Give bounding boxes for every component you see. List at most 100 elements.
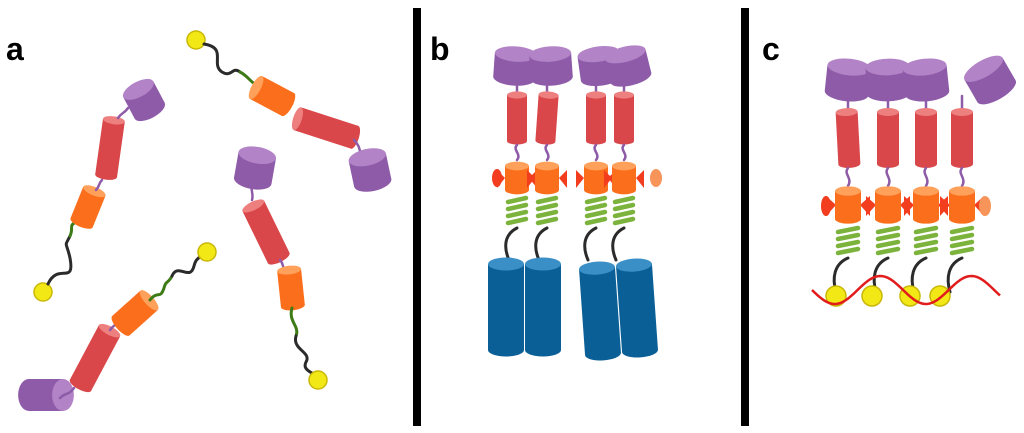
linker-strand	[611, 226, 626, 262]
cap-disc-top	[865, 58, 910, 76]
cap-disc-bottom	[134, 100, 166, 122]
cap-linker	[116, 106, 130, 120]
rod-cylinder-top	[877, 108, 899, 116]
spacer-spring-coil	[913, 225, 939, 235]
rod-cylinder-top	[915, 108, 937, 116]
cap-disc	[18, 379, 74, 411]
rod-cylinder	[915, 108, 937, 168]
cap-disc	[233, 146, 277, 190]
spacer-spring-coil	[612, 195, 636, 205]
sine-wave	[811, 274, 1001, 306]
panel-c-assembled-on-wave	[811, 55, 1017, 307]
rod-cylinder	[95, 116, 125, 180]
rod-cylinder	[507, 91, 527, 145]
hinge-cylinder-top	[584, 161, 608, 171]
tail-cylinder-body	[616, 263, 658, 353]
spacer-spring	[875, 225, 901, 256]
rod-cylinder-top	[538, 91, 559, 99]
spacer-spring	[835, 225, 861, 256]
cap-disc-bottom	[976, 78, 1017, 105]
rod-cylinder	[242, 199, 290, 265]
anchor-dot	[197, 242, 217, 262]
panel-label-b: b	[430, 31, 450, 67]
lateral-cone	[604, 170, 612, 188]
tail-cylinder-body	[525, 264, 561, 350]
cap-disc	[963, 55, 1017, 105]
spacer-spring-coil	[835, 239, 861, 249]
cap-disc	[604, 45, 652, 87]
spacer-spring-coil	[584, 216, 608, 226]
hinge-cylinder-top	[612, 161, 636, 171]
cap-disc-bottom	[905, 84, 950, 102]
cap-disc-body	[123, 81, 165, 119]
rod-cylinder-bottom	[507, 137, 527, 145]
rod-linker	[959, 166, 965, 188]
rod-linker	[593, 143, 599, 162]
tail-cylinder-top	[525, 257, 561, 271]
tail-cylinder-bottom	[525, 343, 561, 357]
rod-cylinder-bottom	[267, 251, 290, 265]
hinge-cylinder-top	[535, 161, 559, 171]
spacer-spring-coil	[584, 209, 608, 219]
rod-cylinder-bottom	[586, 137, 606, 145]
spacer-spring-coil	[505, 216, 529, 226]
rod-linker	[923, 166, 929, 188]
cap-disc-top	[604, 45, 646, 64]
spacer-spring-coil	[612, 216, 636, 226]
cap-disc-bottom	[18, 379, 40, 411]
spacer-spring-coil	[875, 246, 901, 256]
cap-disc-top	[963, 55, 1004, 82]
spacer-spring	[612, 195, 636, 226]
rod-linker	[885, 166, 891, 188]
edge-cone	[821, 196, 831, 216]
spacer-spring-coil	[505, 209, 529, 219]
rod-linker	[621, 143, 627, 162]
rod-cylinder	[614, 91, 634, 145]
lateral-cone	[559, 170, 567, 188]
anchor-dot	[308, 370, 328, 390]
hinge-cylinder-body	[70, 186, 106, 228]
hinge-cylinder	[913, 186, 939, 224]
cap-disc	[529, 46, 573, 86]
cap-disc	[865, 58, 911, 102]
rod-cylinder-body	[507, 95, 527, 141]
hinge-cylinder-bottom	[913, 214, 939, 224]
hinge-cylinder-top	[248, 75, 264, 100]
rod-cylinder-top	[586, 91, 606, 99]
tail-cylinder-top	[579, 261, 615, 275]
rod-linker	[514, 143, 520, 162]
hinge-cylinder-bottom	[875, 214, 901, 224]
hinge-cylinder	[70, 185, 106, 229]
lateral-cone	[527, 170, 535, 188]
cap-disc-bottom	[824, 84, 869, 102]
tail-cylinder-body	[488, 264, 524, 350]
spacer-spring-coil	[875, 225, 901, 235]
tail-cylinder	[525, 257, 561, 357]
spacer-spring-coil	[535, 216, 559, 226]
rod-cylinder-top	[507, 91, 527, 99]
spacer-spring-coil	[835, 232, 861, 242]
spacer-spring-coil	[612, 202, 636, 212]
cap-disc-top	[122, 78, 154, 100]
hinge-cylinder-bottom	[835, 214, 861, 224]
cap-disc-body	[964, 57, 1016, 103]
hinge-cylinder-top	[835, 186, 861, 196]
hinge-cylinder-bottom	[70, 216, 93, 229]
rod-cylinder-bottom	[614, 137, 634, 145]
rod-cylinder	[291, 107, 361, 149]
cap-disc-bottom	[866, 84, 911, 102]
cap-disc-top	[238, 146, 277, 165]
hinge-cylinder-bottom	[280, 301, 305, 311]
cap-disc-top	[529, 46, 572, 62]
rod-cylinder-bottom	[951, 160, 973, 168]
hinge-cylinder	[875, 186, 901, 224]
hinge-cylinder-bottom	[280, 92, 296, 117]
linker-strand	[583, 226, 598, 262]
cap-disc-bottom	[530, 70, 573, 86]
cap-linker	[250, 180, 254, 202]
lateral-cone	[866, 196, 876, 216]
spacer-spring-coil	[835, 225, 861, 235]
rod-cylinder	[951, 108, 973, 168]
tail-cylinder-bottom	[585, 347, 621, 361]
